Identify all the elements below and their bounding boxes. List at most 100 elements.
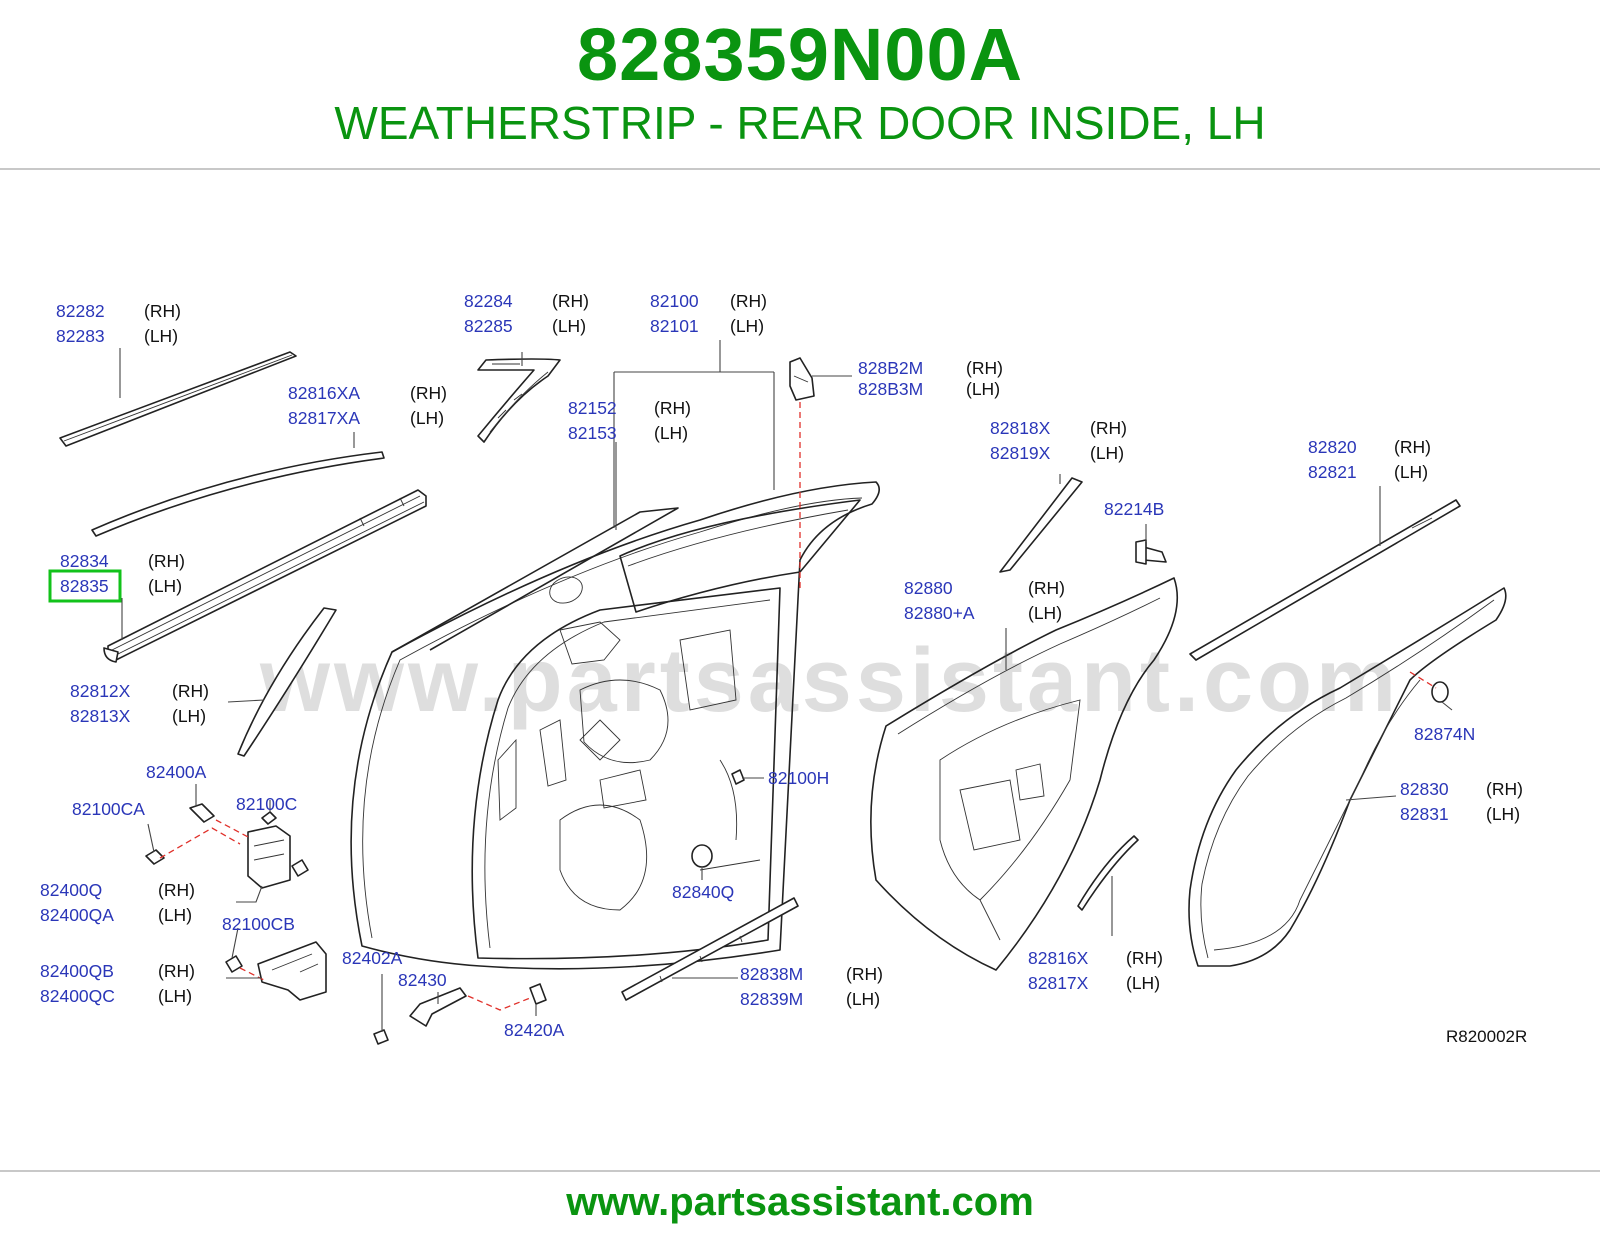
side-label: (LH) xyxy=(1126,973,1160,993)
side-label: (LH) xyxy=(730,316,764,336)
part-number[interactable]: 82101 xyxy=(650,316,699,336)
part-number[interactable]: 82420A xyxy=(504,1020,565,1040)
part-number[interactable]: 82819X xyxy=(990,443,1051,463)
part-number-highlighted[interactable]: 82835 xyxy=(60,576,109,596)
callout-82838M-82839M[interactable]: 82838M (RH) 82839M (LH) xyxy=(740,964,883,1009)
side-label: (RH) xyxy=(410,383,447,403)
callout-82282-82283[interactable]: 82282 (RH) 82283 (LH) xyxy=(56,301,181,346)
part-description: WEATHERSTRIP - REAR DOOR INSIDE, LH xyxy=(334,97,1266,149)
part-number[interactable]: 82400A xyxy=(146,762,207,782)
part-number[interactable]: 82285 xyxy=(464,316,513,336)
part-number[interactable]: 82100H xyxy=(768,768,829,788)
callout-82100CB[interactable]: 82100CB xyxy=(222,914,295,934)
part-number[interactable]: 828B2M xyxy=(858,358,923,378)
part-number[interactable]: 828B3M xyxy=(858,379,923,399)
service-hole-plug-drawing xyxy=(691,844,713,868)
callout-82816X-82817X[interactable]: 82816X (RH) 82817X (LH) xyxy=(1028,948,1163,993)
part-number[interactable]: 82402A xyxy=(342,948,403,968)
door-weatherstrip-drawing xyxy=(1188,587,1507,967)
callout-82874N[interactable]: 82874N xyxy=(1414,724,1475,744)
side-label: (LH) xyxy=(1090,443,1124,463)
part-number[interactable]: 82100CB xyxy=(222,914,295,934)
lower-seal-strip-drawing xyxy=(1077,835,1139,911)
hole-plug-drawing xyxy=(1431,681,1449,703)
part-number[interactable]: 82820 xyxy=(1308,437,1357,457)
part-number[interactable]: 82816X xyxy=(1028,948,1089,968)
callout-82420A[interactable]: 82420A xyxy=(504,1020,565,1040)
callout-82834-82835[interactable]: 82834 (RH) 82835 (LH) xyxy=(60,551,185,596)
callout-82400QB-82400QC[interactable]: 82400QB (RH) 82400QC (LH) xyxy=(40,961,195,1006)
part-number[interactable]: 82214B xyxy=(1104,499,1164,519)
callout-82402A[interactable]: 82402A xyxy=(342,948,403,968)
callout-82284-82285[interactable]: 82284 (RH) 82285 (LH) xyxy=(464,291,589,336)
part-number[interactable]: 82400Q xyxy=(40,880,102,900)
side-label: (RH) xyxy=(158,961,195,981)
part-number[interactable]: 82100CA xyxy=(72,799,145,819)
callout-82100H[interactable]: 82100H xyxy=(768,768,829,788)
outer-sealing-strip-drawing xyxy=(1189,499,1461,661)
part-number[interactable]: 82100 xyxy=(650,291,699,311)
callout-82830-82831[interactable]: 82830 (RH) 82831 (LH) xyxy=(1400,779,1523,824)
part-number[interactable]: 82100C xyxy=(236,794,297,814)
part-number[interactable]: 82831 xyxy=(1400,804,1449,824)
bolt-82420A-drawing xyxy=(529,983,547,1005)
part-number[interactable]: 82874N xyxy=(1414,724,1475,744)
part-number[interactable]: 82284 xyxy=(464,291,513,311)
partition-seal-drawing xyxy=(237,607,337,757)
callout-82430[interactable]: 82430 xyxy=(398,970,447,990)
corner-finisher-drawing xyxy=(477,358,561,443)
nut-82100CA-drawing xyxy=(145,849,165,865)
side-label: (RH) xyxy=(1486,779,1523,799)
trim-clip-drawing xyxy=(1135,539,1167,565)
part-number[interactable]: 82817XA xyxy=(288,408,360,428)
callout-82818X-82819X[interactable]: 82818X (RH) 82819X (LH) xyxy=(990,418,1127,463)
part-number[interactable]: 82400QB xyxy=(40,961,114,981)
part-number[interactable]: 82282 xyxy=(56,301,105,321)
part-number[interactable]: 82812X xyxy=(70,681,131,701)
side-label: (RH) xyxy=(966,358,1003,378)
part-number[interactable]: 82153 xyxy=(568,423,617,443)
callout-82816XA-82817XA[interactable]: 82816XA (RH) 82817XA (LH) xyxy=(288,383,447,428)
header-divider xyxy=(0,168,1600,170)
part-number[interactable]: 82283 xyxy=(56,326,105,346)
side-label: (RH) xyxy=(1028,578,1065,598)
callout-82100CA[interactable]: 82100CA xyxy=(72,799,145,819)
callout-82820-82821[interactable]: 82820 (RH) 82821 (LH) xyxy=(1308,437,1431,482)
inner-sill-strip-drawing xyxy=(621,897,799,1001)
part-number[interactable]: 82400QC xyxy=(40,986,115,1006)
callout-82100-82101[interactable]: 82100 (RH) 82101 (LH) xyxy=(650,291,767,336)
side-label: (RH) xyxy=(148,551,185,571)
side-label: (LH) xyxy=(1028,603,1062,623)
part-number[interactable]: 82834 xyxy=(60,551,109,571)
part-number[interactable]: 82880+A xyxy=(904,603,975,623)
part-number[interactable]: 82838M xyxy=(740,964,803,984)
footer-divider xyxy=(0,1170,1600,1172)
part-number[interactable]: 82839M xyxy=(740,989,803,1009)
part-number[interactable]: 82840Q xyxy=(672,882,734,902)
callout-82214B[interactable]: 82214B xyxy=(1104,499,1164,519)
part-number[interactable]: 82880 xyxy=(904,578,953,598)
part-number[interactable]: 82430 xyxy=(398,970,447,990)
callout-82100C[interactable]: 82100C xyxy=(236,794,297,814)
part-number[interactable]: 82818X xyxy=(990,418,1051,438)
callout-82840Q[interactable]: 82840Q xyxy=(672,882,734,902)
callout-82152-82153[interactable]: 82152 (RH) 82153 (LH) xyxy=(568,398,691,443)
callout-82812X-82813X[interactable]: 82812X (RH) 82813X (LH) xyxy=(70,681,209,726)
side-label: (LH) xyxy=(158,986,192,1006)
part-number[interactable]: 82152 xyxy=(568,398,617,418)
side-label: (RH) xyxy=(158,880,195,900)
callout-82400A[interactable]: 82400A xyxy=(146,762,207,782)
part-number[interactable]: 82821 xyxy=(1308,462,1357,482)
exploded-parts-diagram: 82282 (RH) 82283 (LH) 82284 (RH) 82285 (… xyxy=(40,291,1527,1046)
part-number[interactable]: 82830 xyxy=(1400,779,1449,799)
part-number[interactable]: 82813X xyxy=(70,706,131,726)
part-number[interactable]: 82816XA xyxy=(288,383,360,403)
callout-82880[interactable]: 82880 (RH) 82880+A (LH) xyxy=(904,578,1065,623)
part-number[interactable]: 82817X xyxy=(1028,973,1089,993)
footer-url[interactable]: www.partsassistant.com xyxy=(566,1180,1034,1224)
lower-hinge-drawing xyxy=(257,941,327,1001)
side-label: (RH) xyxy=(654,398,691,418)
callout-828B2M-828B3M[interactable]: 828B2M (RH) 828B3M (LH) xyxy=(858,358,1003,399)
callout-82400Q-82400QA[interactable]: 82400Q (RH) 82400QA (LH) xyxy=(40,880,195,925)
part-number[interactable]: 82400QA xyxy=(40,905,114,925)
